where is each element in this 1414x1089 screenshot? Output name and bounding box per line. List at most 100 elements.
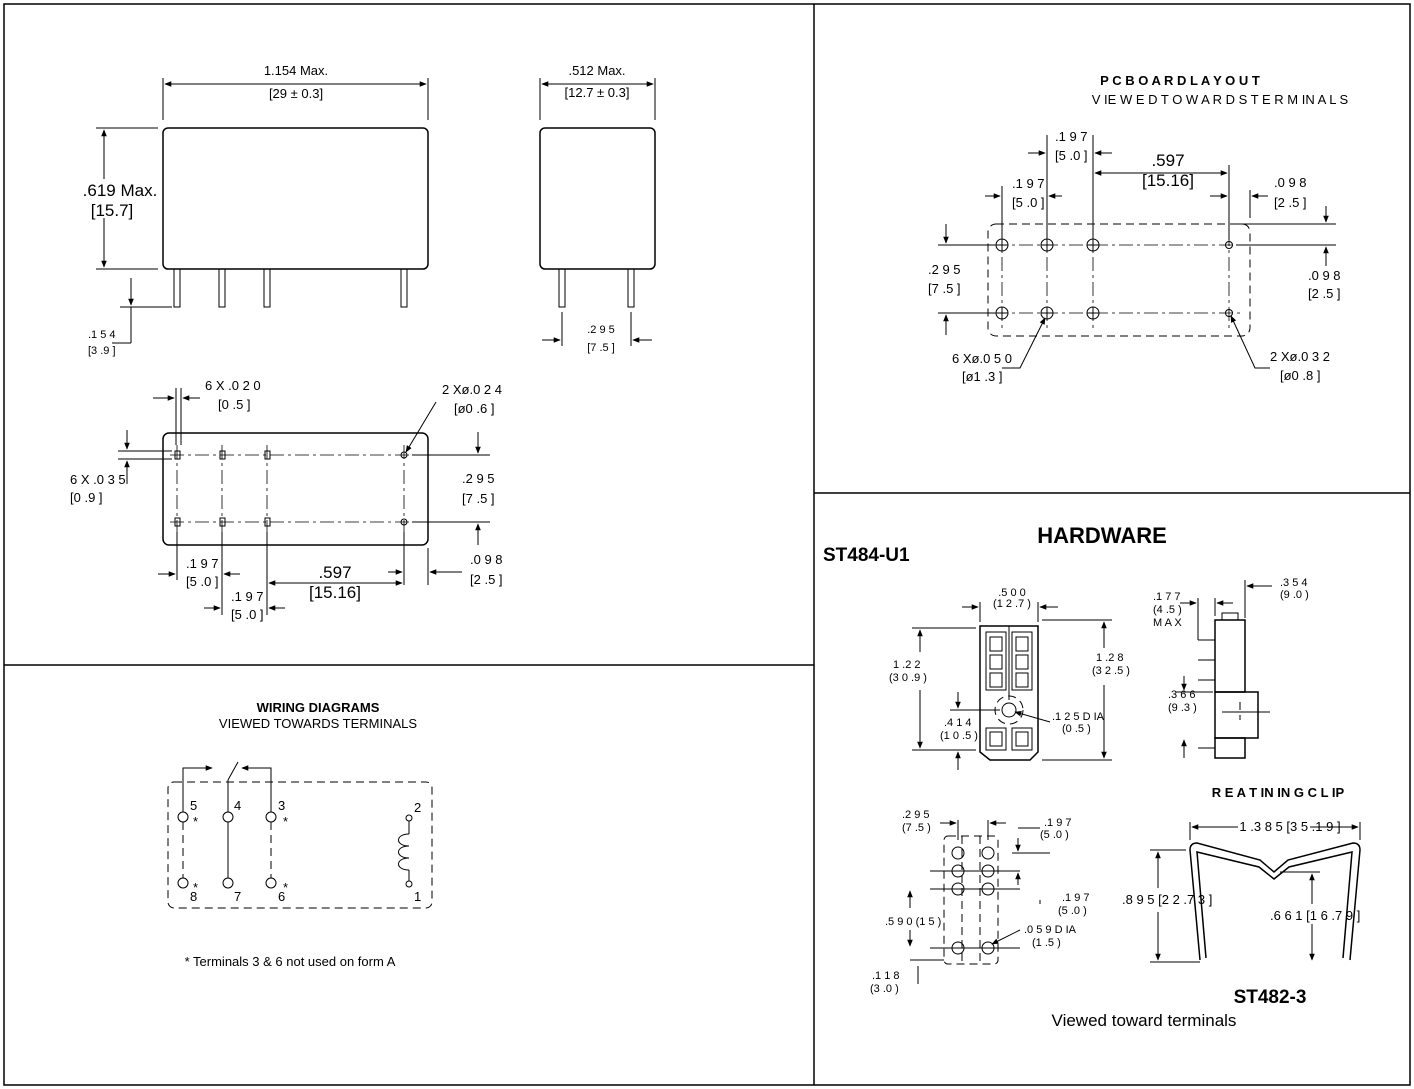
pcb-hole-small-label: 2 Xø.0 3 2 [1270, 349, 1330, 364]
side-h-metric: (9 .3 ) [1168, 702, 1197, 714]
terminal-3-label: 3 [278, 798, 285, 813]
terminal-3-asterisk: * [283, 814, 288, 829]
bottom-pin-thickness-metric: [0 .9 ] [70, 490, 103, 505]
bottom-offset-metric: [2 .5 ] [470, 572, 503, 587]
fp-a-label: .2 9 5 [902, 809, 930, 821]
front-width-metric: [29 ± 0.3] [269, 86, 323, 101]
socket-h2-metric: (3 2 .5 ) [1092, 665, 1130, 677]
relay-side-view: .512 Max. [12.7 ± 0.3] .2 9 5 [7 .5 ] [539, 63, 656, 354]
terminal-2-label: 2 [414, 800, 421, 815]
front-pin-length-label: .1 5 4 [88, 329, 116, 341]
pcb-pitch-left-metric: [5 .0 ] [1012, 195, 1045, 210]
side-w2-metric: (9 .0 ) [1280, 589, 1309, 601]
clip-height-label: .8 9 5 [2 2 .7 3 ] [1122, 892, 1212, 907]
retaining-clip: R E A T IN IN G C L IP 1 .3 8 5 [3 5 .1 … [1052, 785, 1361, 1030]
pcb-span-metric: [15.16] [1142, 171, 1194, 190]
bottom-pitch2-label: .1 9 7 [231, 589, 264, 604]
side-w-max: M A X [1153, 617, 1182, 629]
wiring-title: WIRING DIAGRAMS [257, 700, 380, 715]
clip-part-number: ST482-3 [1234, 987, 1307, 1008]
fp-b-label: .1 9 7 [1044, 817, 1072, 829]
pcb-offset-top-label: .0 9 8 [1274, 175, 1307, 190]
side-pin-space-label: .2 9 5 [587, 324, 615, 336]
bottom-row-space-metric: [7 .5 ] [462, 491, 495, 506]
fp-e-label: .0 5 9 D IA [1024, 924, 1077, 936]
socket-top-view: .5 0 0 (1 2 .7 ) 1 .2 2 (3 0 .9 ) 1 .2 8… [889, 587, 1130, 770]
pcb-pitch-top-metric: [5 .0 ] [1055, 148, 1088, 163]
socket-h1-metric: (3 0 .9 ) [889, 672, 927, 684]
pcb-hole-small-metric: [ø0 .8 ] [1280, 368, 1320, 383]
fp-d-label: .5 9 0 (1 5 ) [885, 916, 941, 928]
fp-c-label: .1 9 7 [1062, 892, 1090, 904]
side-pin-space-metric: [7 .5 ] [587, 342, 615, 354]
hardware-title: HARDWARE [1037, 523, 1167, 548]
bottom-hole-metric: [ø0 .6 ] [454, 401, 494, 416]
clip-title: R E A T IN IN G C L IP [1212, 785, 1345, 800]
terminal-6-label: 6 [278, 889, 285, 904]
bottom-span-label: .597 [318, 563, 351, 582]
side-w-metric: (4 .5 ) [1153, 604, 1182, 616]
terminal-5-asterisk: * [193, 814, 198, 829]
pcb-offset-right-label: .0 9 8 [1308, 268, 1341, 283]
terminal-1-label: 1 [414, 889, 421, 904]
pcb-layout: P C B O A R D L A Y O U T V IE W E D T O… [928, 73, 1349, 384]
pcb-row-metric: [7 .5 ] [928, 281, 961, 296]
bottom-pitch1-label: .1 9 7 [186, 556, 219, 571]
front-height-label: .619 Max. [83, 181, 158, 200]
bottom-row-space-label: .2 9 5 [462, 471, 495, 486]
terminal-7-label: 7 [234, 889, 241, 904]
relay-bottom-view: 6 X .0 2 0 [0 .5 ] 6 X .0 3 5 [0 .9 ] 2 … [70, 378, 503, 622]
bottom-pin-width-metric: [0 .5 ] [218, 397, 251, 412]
terminal-8-label: 8 [190, 889, 197, 904]
pcb-span-label: .597 [1151, 151, 1184, 170]
bottom-span-metric: [15.16] [309, 583, 361, 602]
socket-h1-label: 1 .2 2 [893, 659, 921, 671]
hardware-section: HARDWARE ST484-U1 .5 0 0 ( [823, 523, 1361, 1030]
wiring-note: * Terminals 3 & 6 not used on form A [185, 954, 396, 969]
bottom-pitch1-metric: [5 .0 ] [186, 574, 219, 589]
socket-side-view: .1 7 7 (4 .5 ) M A X .3 5 4 (9 .0 ) .3 6… [1153, 577, 1309, 759]
bottom-pitch2-metric: [5 .0 ] [231, 607, 264, 622]
bottom-hole-label: 2 Xø.0 2 4 [442, 382, 502, 397]
socket-width-label: .5 0 0 [998, 587, 1026, 599]
clip-height2-label: .6 6 1 [1 6 .7 9 ] [1270, 908, 1360, 923]
fp-f-metric: (3 .0 ) [870, 983, 899, 995]
bottom-pin-width-label: 6 X .0 2 0 [205, 378, 261, 393]
terminal-4-label: 4 [234, 798, 241, 813]
clip-width-label: 1 .3 8 5 [3 5 .1 9 ] [1239, 819, 1340, 834]
side-h-label: .3 6 6 [1168, 689, 1196, 701]
pcb-offset-top-metric: [2 .5 ] [1274, 195, 1307, 210]
socket-width-metric: (1 2 .7 ) [993, 598, 1031, 610]
fp-e-metric: (1 .5 ) [1032, 937, 1061, 949]
fp-a-metric: (7 .5 ) [902, 822, 931, 834]
front-width-label: 1.154 Max. [264, 63, 328, 78]
pcb-pitch-top-label: .1 9 7 [1055, 129, 1088, 144]
front-height-metric: [15.7] [91, 201, 134, 220]
socket-footprint: .2 9 5 (7 .5 ) .1 9 7 (5 .0 ) .1 9 7 (5 … [870, 809, 1090, 995]
fp-c-metric: (5 .0 ) [1058, 905, 1087, 917]
pcb-hole-large-label: 6 Xø.0 5 0 [952, 351, 1012, 366]
pcb-hole-large-row [995, 238, 1233, 320]
sheet-frame [3, 3, 1411, 1086]
socket-hole-metric: (0 .5 ) [1062, 723, 1091, 735]
terminal-5-label: 5 [190, 798, 197, 813]
side-w-label: .1 7 7 [1153, 591, 1181, 603]
front-pin-length-metric: [3 .9 ] [88, 345, 116, 357]
pcb-title: P C B O A R D L A Y O U T [1100, 73, 1260, 88]
wiring-subtitle: VIEWED TOWARDS TERMINALS [219, 716, 417, 731]
fp-f-label: .1 1 8 [872, 970, 900, 982]
wiring-diagram: WIRING DIAGRAMS VIEWED TOWARDS TERMINALS… [167, 700, 433, 969]
side-width-label: .512 Max. [568, 63, 625, 78]
pcb-pitch-left-label: .1 9 7 [1012, 176, 1045, 191]
pcb-row-label: .2 9 5 [928, 262, 961, 277]
terminal-8-asterisk: * [193, 880, 198, 895]
socket-mount-metric: (1 0 .5 ) [940, 730, 978, 742]
pcb-offset-right-metric: [2 .5 ] [1308, 286, 1341, 301]
bottom-offset-label: .0 9 8 [470, 552, 503, 567]
clip-note: Viewed toward terminals [1052, 1011, 1237, 1030]
fp-b-metric: (5 .0 ) [1040, 829, 1069, 841]
socket-part-number: ST484-U1 [823, 545, 910, 566]
side-width-metric: [12.7 ± 0.3] [565, 85, 630, 100]
bottom-pin-thickness-label: 6 X .0 3 5 [70, 472, 126, 487]
